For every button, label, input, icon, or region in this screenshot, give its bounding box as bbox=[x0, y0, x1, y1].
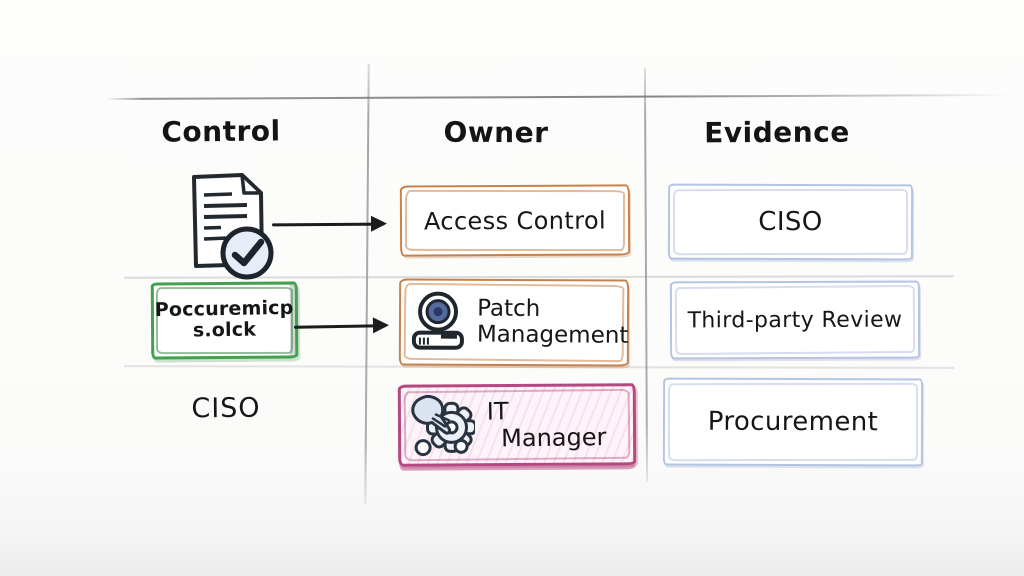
control-box-procurement: Poccuremicp s.olck bbox=[150, 281, 299, 360]
table-header-line bbox=[105, 94, 1011, 100]
column-divider-owner-evidence bbox=[643, 67, 649, 483]
third-party-review-label: Third-party Review bbox=[687, 307, 903, 333]
owner-box-it-manager: IT Manager bbox=[397, 383, 637, 467]
owner-box-patch-management: Patch Management bbox=[398, 278, 630, 367]
column-divider-control-owner bbox=[364, 63, 370, 505]
it-manager-line1: IT bbox=[486, 397, 509, 426]
it-manager-label: IT Manager bbox=[487, 397, 607, 452]
column-header-owner: Owner bbox=[443, 115, 549, 150]
owner-box-access-control: Access Control bbox=[399, 184, 631, 257]
procurement-evidence-label: Procurement bbox=[707, 406, 879, 438]
ciso-evidence-label: CISO bbox=[758, 206, 823, 238]
evidence-box-third-party-review: Third-party Review bbox=[669, 280, 921, 360]
patch-management-line1: Patch bbox=[477, 295, 541, 322]
control-label-ciso: CISO bbox=[191, 392, 261, 425]
patch-management-line2: Management bbox=[476, 320, 629, 349]
webcam-icon bbox=[411, 291, 464, 350]
document-check-icon bbox=[192, 173, 274, 280]
arrow-to-patch-management bbox=[293, 324, 387, 329]
hand-gears-icon bbox=[411, 394, 476, 457]
patch-management-label: Patch Management bbox=[476, 295, 629, 349]
column-header-control: Control bbox=[161, 114, 281, 149]
evidence-box-procurement: Procurement bbox=[662, 377, 924, 467]
procurement-control-line2: s.olck bbox=[192, 319, 257, 342]
it-manager-line2: Manager bbox=[500, 423, 607, 453]
column-header-evidence: Evidence bbox=[704, 115, 850, 150]
arrow-to-access-control bbox=[271, 222, 385, 227]
procurement-control-line1: Poccuremicp bbox=[154, 297, 294, 322]
evidence-box-ciso: CISO bbox=[667, 183, 914, 261]
procurement-control-label: Poccuremicp s.olck bbox=[154, 297, 294, 343]
access-control-label: Access Control bbox=[423, 206, 607, 235]
